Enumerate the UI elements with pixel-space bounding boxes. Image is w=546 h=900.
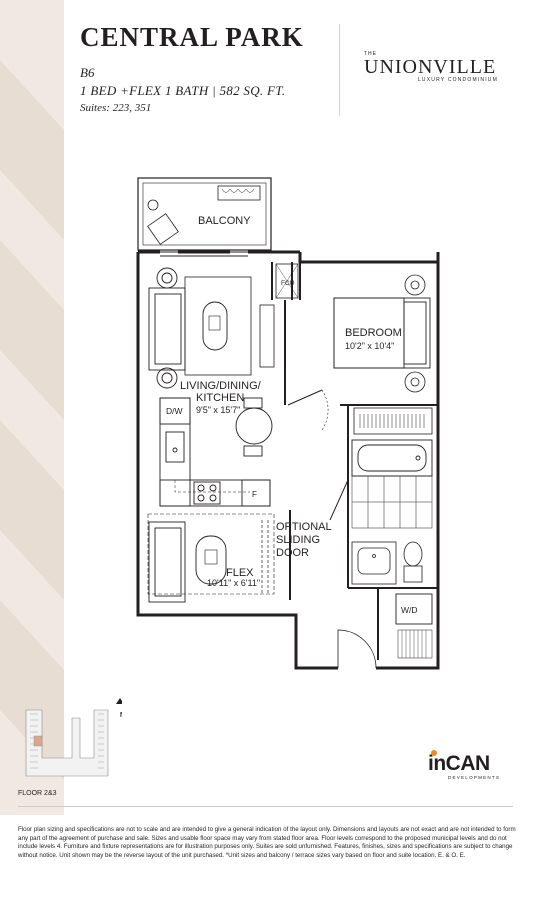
label-bedroom: BEDROOM — [345, 327, 402, 339]
coffee-table — [202, 301, 228, 351]
lounge-chair-icon — [147, 199, 179, 245]
optional-sliding-door — [261, 520, 269, 594]
area-rug — [184, 276, 252, 376]
plan-title: CENTRAL PARK — [80, 22, 304, 52]
kitchen-counter — [159, 397, 271, 507]
plan-header: CENTRAL PARK B6 1 BED +FLEX 1 BATH | 582… — [80, 22, 340, 114]
unionville-logo: THE UNIONVILLE LUXURY CONDOMINIUM — [364, 51, 504, 83]
north-label: N — [120, 712, 122, 719]
toilet-icon — [403, 541, 423, 583]
plan-spec: 1 BED +FLEX 1 BATH | 582 SQ. FT. — [80, 83, 286, 98]
unit-location-marker — [33, 735, 43, 747]
disclaimer-text: Floor plan sizing and specifications are… — [18, 826, 516, 859]
washer-dryer-icon — [395, 593, 433, 625]
footer-divider — [18, 806, 513, 807]
plan-suites: Suites: 223, 351 — [80, 102, 152, 114]
label-dishwasher: D/W — [166, 406, 183, 416]
flex-table — [195, 535, 227, 585]
floor-plan: BALCONY FCU BEDROOM 10'2" x 10'4" LIVING… — [136, 177, 440, 670]
sofa-icon — [148, 267, 186, 389]
label-optional-line1: OPTIONAL — [276, 521, 332, 533]
interior-walls — [271, 262, 438, 660]
brand-prefix: THE — [364, 51, 377, 57]
fcu-unit — [275, 263, 299, 299]
tv-console — [259, 304, 275, 368]
dining-table-icon — [235, 397, 273, 457]
developer-name: inCAN — [428, 750, 518, 776]
label-bedroom-dims: 10'2" x 10'4" — [345, 341, 394, 351]
label-fcu: FCU — [281, 280, 295, 287]
header-divider — [339, 24, 340, 116]
brand-name: UNIONVILLE — [364, 56, 497, 78]
key-plan: N FLOOR 2&3 — [18, 698, 122, 797]
bed-icon — [333, 297, 431, 369]
label-living-dims: 9'5" x 15'7" — [196, 405, 240, 415]
developer-name-text: inCAN — [428, 752, 490, 775]
incan-logo: inCAN DEVELOPMENTS — [428, 750, 518, 780]
decorative-side-band — [0, 0, 64, 815]
bathtub-icon — [351, 439, 433, 477]
bathroom-vanity-icon — [351, 541, 397, 585]
flex-sofa-icon — [148, 521, 186, 603]
plan-model: B6 — [80, 65, 95, 80]
bedroom-closet — [353, 407, 433, 435]
label-flex-dims: 10'11" x 6'11" — [207, 578, 260, 588]
label-flex: FLEX — [226, 567, 254, 579]
flex-zone-outline — [147, 513, 275, 595]
brand-tagline: LUXURY CONDOMINIUM — [417, 77, 498, 83]
label-living-line2: KITCHEN — [196, 392, 244, 404]
label-optional-line2: SLIDING — [276, 534, 320, 546]
label-fridge: F — [252, 490, 257, 499]
floor-label: FLOOR 2&3 — [18, 790, 57, 797]
label-washer-dryer: W/D — [401, 605, 418, 615]
label-living-line1: LIVING/DINING/ — [180, 380, 262, 392]
developer-sub: DEVELOPMENTS — [448, 775, 501, 780]
shower-tile-grid — [351, 475, 433, 529]
north-arrow-icon — [116, 698, 122, 704]
logo-dot-icon — [431, 750, 437, 756]
balcony-area — [137, 177, 272, 251]
exterior-walls — [136, 250, 440, 670]
label-optional-line3: DOOR — [276, 547, 309, 559]
label-balcony: BALCONY — [198, 215, 251, 227]
